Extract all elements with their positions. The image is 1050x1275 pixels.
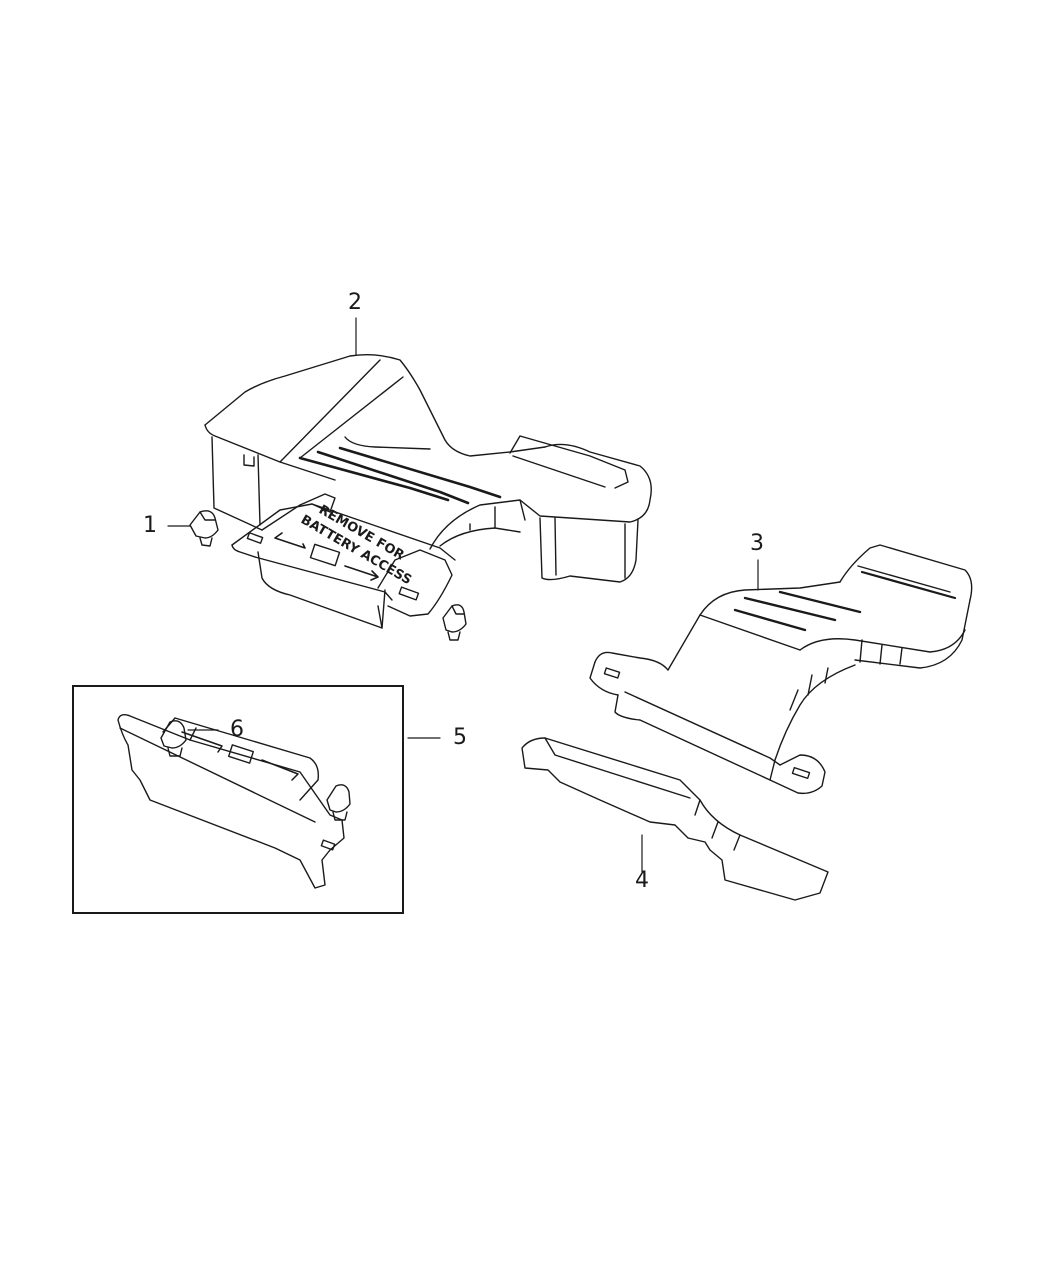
part-6-clip-top bbox=[160, 720, 187, 757]
callout-3: 3 bbox=[750, 531, 764, 556]
callout-1: 1 bbox=[143, 513, 157, 538]
callout-6: 6 bbox=[230, 717, 244, 742]
part-6-clip-right bbox=[326, 784, 351, 821]
part-4-support bbox=[521, 737, 829, 901]
part-1-clip-left bbox=[189, 510, 219, 547]
kit-inset-frame bbox=[72, 685, 404, 914]
part-3-rear-duct bbox=[589, 544, 973, 795]
part-2-main-duct bbox=[204, 353, 652, 629]
part-1-clip-right bbox=[442, 604, 467, 641]
callout-4: 4 bbox=[635, 868, 649, 893]
part-5-access-panel bbox=[117, 713, 345, 889]
embossed-text-remove-for-battery-access: REMOVE FOR BATTERY ACCESS bbox=[298, 502, 414, 588]
callout-2: 2 bbox=[348, 290, 362, 315]
callout-5: 5 bbox=[453, 725, 467, 750]
vent-slots bbox=[298, 446, 502, 505]
leader-lines bbox=[167, 317, 759, 873]
